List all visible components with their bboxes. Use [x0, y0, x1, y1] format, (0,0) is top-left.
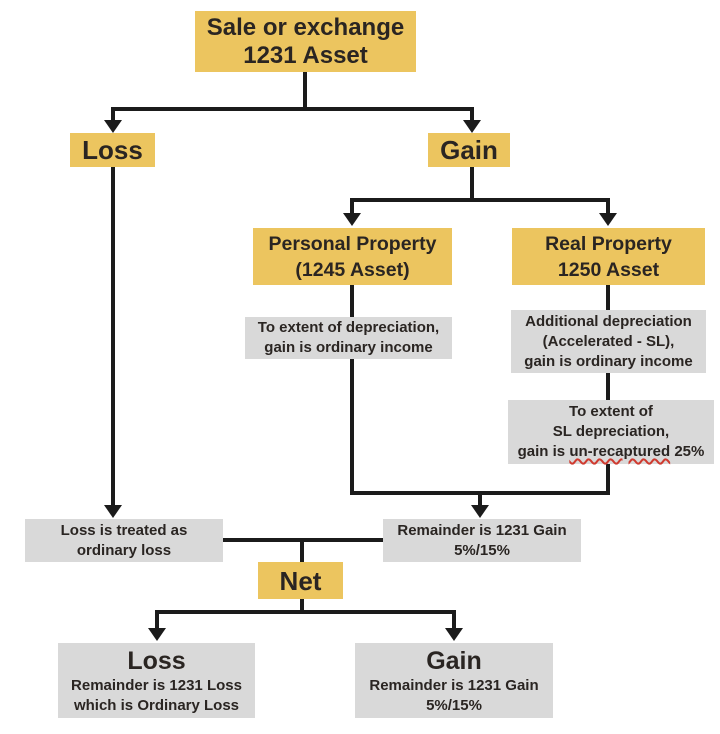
connector-split3-to-net-gain: [452, 610, 456, 628]
node-root-sale-or-exchange: Sale or exchange 1231 Asset: [195, 11, 416, 72]
node-net: Net: [258, 562, 343, 599]
pp-note-line2: gain is ordinary income: [264, 339, 433, 356]
rp-note2-line3-post: 25%: [674, 443, 705, 460]
connector-personal-property-stem: [350, 284, 354, 495]
arrowhead-into-ordinary-loss-note: [104, 505, 122, 518]
connector-net-drop: [300, 538, 304, 566]
net-loss-line2: which is Ordinary Loss: [73, 696, 240, 714]
connector-convergence-drop: [478, 495, 482, 507]
remainder-gain-line1: Remainder is 1231 Gain: [397, 521, 567, 539]
pp-note-line1: To extent of depreciation,: [257, 319, 440, 336]
rp-note1-line3: gain is ordinary income: [524, 352, 693, 370]
rp-note2-line1: To extent of: [569, 403, 653, 420]
net-gain-title: Gain: [426, 646, 482, 675]
ordinary-loss-line1: Loss is treated as: [60, 521, 188, 539]
note-rp-additional-depreciation: Additional depreciation (Accelerated - S…: [511, 310, 706, 373]
connector-split2-horizontal: [350, 198, 610, 202]
arrowhead-into-net-gain: [445, 628, 463, 641]
connector-split2-to-real: [606, 198, 610, 213]
connector-split2-to-personal: [350, 198, 354, 213]
arrowhead-into-net-loss: [148, 628, 166, 641]
rp-note2-line3: gain is un-recaptured 25%: [518, 442, 705, 462]
root-line2: 1231 Asset: [243, 41, 368, 69]
connector-split1-to-loss: [111, 107, 115, 122]
arrowhead-into-real-property: [599, 213, 617, 226]
gain-branch-label: Gain: [440, 135, 498, 165]
root-line1: Sale or exchange: [206, 13, 405, 41]
personal-property-line1: Personal Property: [268, 232, 437, 255]
personal-property-line2: (1245 Asset): [295, 258, 410, 281]
rp-note1-line1: Additional depreciation: [525, 312, 692, 330]
note-remainder-1231-gain: Remainder is 1231 Gain 5%/15%: [383, 519, 581, 562]
rp-note1-line2: (Accelerated - SL),: [542, 332, 675, 350]
connector-split1-to-gain: [470, 107, 474, 122]
arrowhead-into-gain: [463, 120, 481, 133]
arrowhead-into-loss: [104, 120, 122, 133]
note-pp-depreciation: To extent of depreciation, gain is ordin…: [245, 317, 452, 359]
connector-split3-horizontal: [155, 610, 456, 614]
remainder-gain-line2: 5%/15%: [454, 541, 510, 559]
real-property-line2: 1250 Asset: [557, 258, 660, 281]
loss-branch-label: Loss: [82, 135, 143, 165]
arrowhead-into-personal-property: [343, 213, 361, 226]
arrowhead-into-remainder-gain-note: [471, 505, 489, 518]
connector-loss-stem: [111, 166, 115, 506]
connector-split1-horizontal: [111, 107, 474, 111]
node-gain-branch: Gain: [428, 133, 510, 167]
net-loss-line1: Remainder is 1231 Loss: [71, 676, 242, 694]
net-loss-title: Loss: [127, 646, 186, 675]
connector-root-stem: [303, 71, 307, 111]
real-property-line1: Real Property: [545, 232, 672, 255]
connector-split3-to-net-loss: [155, 610, 159, 628]
node-real-property: Real Property 1250 Asset: [512, 228, 705, 285]
net-gain-line1: Remainder is 1231 Gain: [369, 676, 539, 694]
connector-real-property-stem: [606, 284, 610, 495]
rp-note2-unrecaptured-word: un-recaptured: [569, 443, 671, 460]
node-net-gain-result: Gain Remainder is 1231 Gain 5%/15%: [355, 643, 553, 718]
net-gain-line2: 5%/15%: [426, 696, 482, 714]
net-label: Net: [279, 565, 322, 596]
note-rp-sl-depreciation: To extent of SL depreciation, gain is un…: [508, 400, 714, 464]
connector-net-stem: [300, 597, 304, 614]
connector-convergence-horizontal: [350, 491, 610, 495]
note-ordinary-loss: Loss is treated as ordinary loss: [25, 519, 223, 562]
node-loss-branch: Loss: [70, 133, 155, 167]
ordinary-loss-line2: ordinary loss: [76, 541, 172, 559]
node-net-loss-result: Loss Remainder is 1231 Loss which is Ord…: [58, 643, 255, 718]
rp-note2-line2: SL depreciation,: [552, 423, 670, 440]
connector-gain-stem: [470, 166, 474, 202]
rp-note2-line3-pre: gain is: [517, 443, 566, 460]
node-personal-property: Personal Property (1245 Asset): [253, 228, 452, 285]
